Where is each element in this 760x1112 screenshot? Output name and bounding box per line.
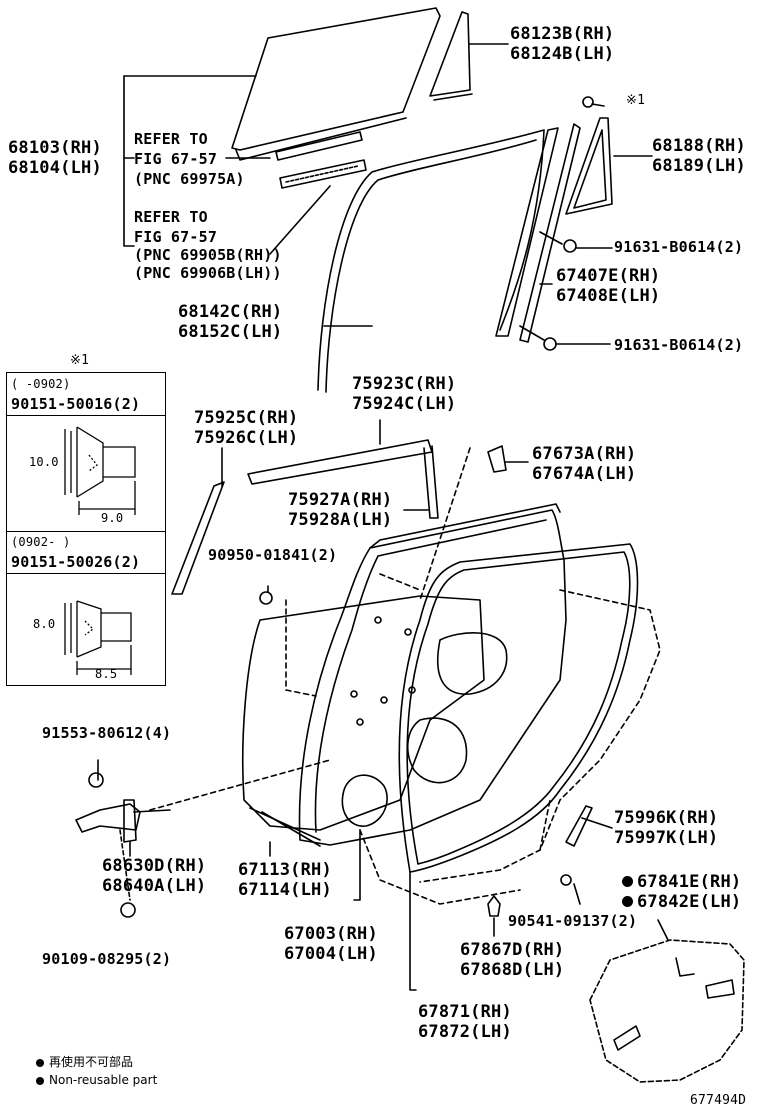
- refer1-line2: FIG 67-57: [134, 150, 218, 168]
- inset-bottom-range: (0902- ): [11, 535, 71, 549]
- refer2-line3: (PNC 69905B(RH)): [134, 246, 282, 264]
- non-reusable-dot-icon: [622, 896, 633, 907]
- label-68123B: 68123B(RH): [510, 24, 615, 44]
- door-hinge: [75, 803, 141, 833]
- label-75927A: 75927A(RH): [288, 490, 393, 510]
- legend-text-en: Non-reusable part: [49, 1073, 158, 1087]
- frame-garnish: [171, 481, 225, 595]
- label-68104: 68104(LH): [8, 158, 102, 178]
- label-68640A: 68640A(LH): [102, 876, 207, 896]
- label-67113: 67113(RH): [238, 860, 332, 880]
- label-67114: 67114(LH): [238, 880, 332, 900]
- label-68142C: 68142C(RH): [178, 302, 283, 322]
- figure-id: 677494D: [690, 1093, 747, 1108]
- label-67868D: 67868D(LH): [460, 960, 565, 980]
- legend-text-jp: 再使用不可部品: [49, 1055, 134, 1069]
- label-67872: 67872(LH): [418, 1022, 512, 1042]
- door-glass: [231, 7, 441, 151]
- door-outer-panel: [241, 595, 485, 831]
- inset-top-dim-h: 10.0: [29, 455, 59, 469]
- belt-strip-lower: [279, 159, 367, 189]
- bullet-dot-icon: [36, 1058, 44, 1067]
- label-67871: 67871(RH): [418, 1002, 512, 1022]
- refer1-line1: REFER TO: [134, 130, 208, 148]
- inset-bottom-dim-w: 8.5: [95, 667, 118, 681]
- glass-run-channel: [317, 129, 545, 391]
- label-68189: 68189(LH): [652, 156, 746, 176]
- label-75997K: 75997K(LH): [614, 828, 719, 848]
- label-75925C: 75925C(RH): [194, 408, 299, 428]
- label-67841E: 67841E(RH): [622, 872, 741, 892]
- label-90541: 90541-09137(2): [508, 912, 638, 930]
- label-90109: 90109-08295(2): [42, 950, 172, 968]
- quarter-glass: [429, 11, 471, 97]
- corner-piece: [565, 117, 613, 215]
- label-75924C: 75924C(LH): [352, 394, 457, 414]
- inset-top-range: ( -0902): [11, 377, 71, 391]
- label-67842E: 67842E(LH): [622, 892, 741, 912]
- label-68152C: 68152C(LH): [178, 322, 283, 342]
- label-91631-upper: 91631-B0614(2): [614, 238, 744, 256]
- refer1-line3: (PNC 69975A): [134, 170, 245, 188]
- refer2-line1: REFER TO: [134, 208, 208, 226]
- label-68188: 68188(RH): [652, 136, 746, 156]
- fastener-inset: ( -0902) 90151-50016(2) 10.0 9.0 (0902- …: [6, 372, 166, 686]
- label-75996K: 75996K(RH): [614, 808, 719, 828]
- label-67004: 67004(LH): [284, 944, 378, 964]
- door-weatherstrip: [398, 543, 639, 873]
- label-67867D: 67867D(RH): [460, 940, 565, 960]
- division-bar: [495, 127, 559, 337]
- label-67003: 67003(RH): [284, 924, 378, 944]
- label-67842E-text: 67842E(LH): [637, 892, 742, 912]
- label-68630D: 68630D(RH): [102, 856, 207, 876]
- service-hole-cover: [589, 939, 745, 1083]
- inset-top-dim-w: 9.0: [101, 511, 124, 525]
- door-frame: [298, 509, 567, 846]
- inset-bottom-dim-h: 8.0: [33, 617, 56, 631]
- label-67674A: 67674A(LH): [532, 464, 637, 484]
- bullet-dot-icon: [36, 1076, 44, 1085]
- label-75923C: 75923C(RH): [352, 374, 457, 394]
- refer2-line4: (PNC 69906B(LH)): [134, 264, 282, 282]
- refer2-line2: FIG 67-57: [134, 228, 218, 246]
- label-91553: 91553-80612(4): [42, 724, 172, 742]
- label-68103: 68103(RH): [8, 138, 102, 158]
- label-67673A: 67673A(RH): [532, 444, 637, 464]
- belt-strip-upper: [275, 131, 363, 161]
- push-rivet-drawing: [64, 426, 136, 675]
- label-67841E-text: 67841E(RH): [637, 872, 742, 892]
- legend-line-2: Non-reusable part: [36, 1072, 157, 1088]
- note-mark-1: ※1: [626, 93, 646, 108]
- label-67408E: 67408E(LH): [556, 286, 661, 306]
- label-75926C: 75926C(LH): [194, 428, 299, 448]
- inset-bottom-part: 90151-50026(2): [11, 553, 141, 571]
- inset-note-mark: ※1: [70, 353, 90, 368]
- label-67407E: 67407E(RH): [556, 266, 661, 286]
- label-91631-lower: 91631-B0614(2): [614, 336, 744, 354]
- label-68124B: 68124B(LH): [510, 44, 615, 64]
- inset-top-part: 90151-50016(2): [11, 395, 141, 413]
- legend-line-1: 再使用不可部品: [36, 1054, 133, 1070]
- label-90950: 90950-01841(2): [208, 546, 338, 564]
- label-75928A: 75928A(LH): [288, 510, 393, 530]
- non-reusable-dot-icon: [622, 876, 633, 887]
